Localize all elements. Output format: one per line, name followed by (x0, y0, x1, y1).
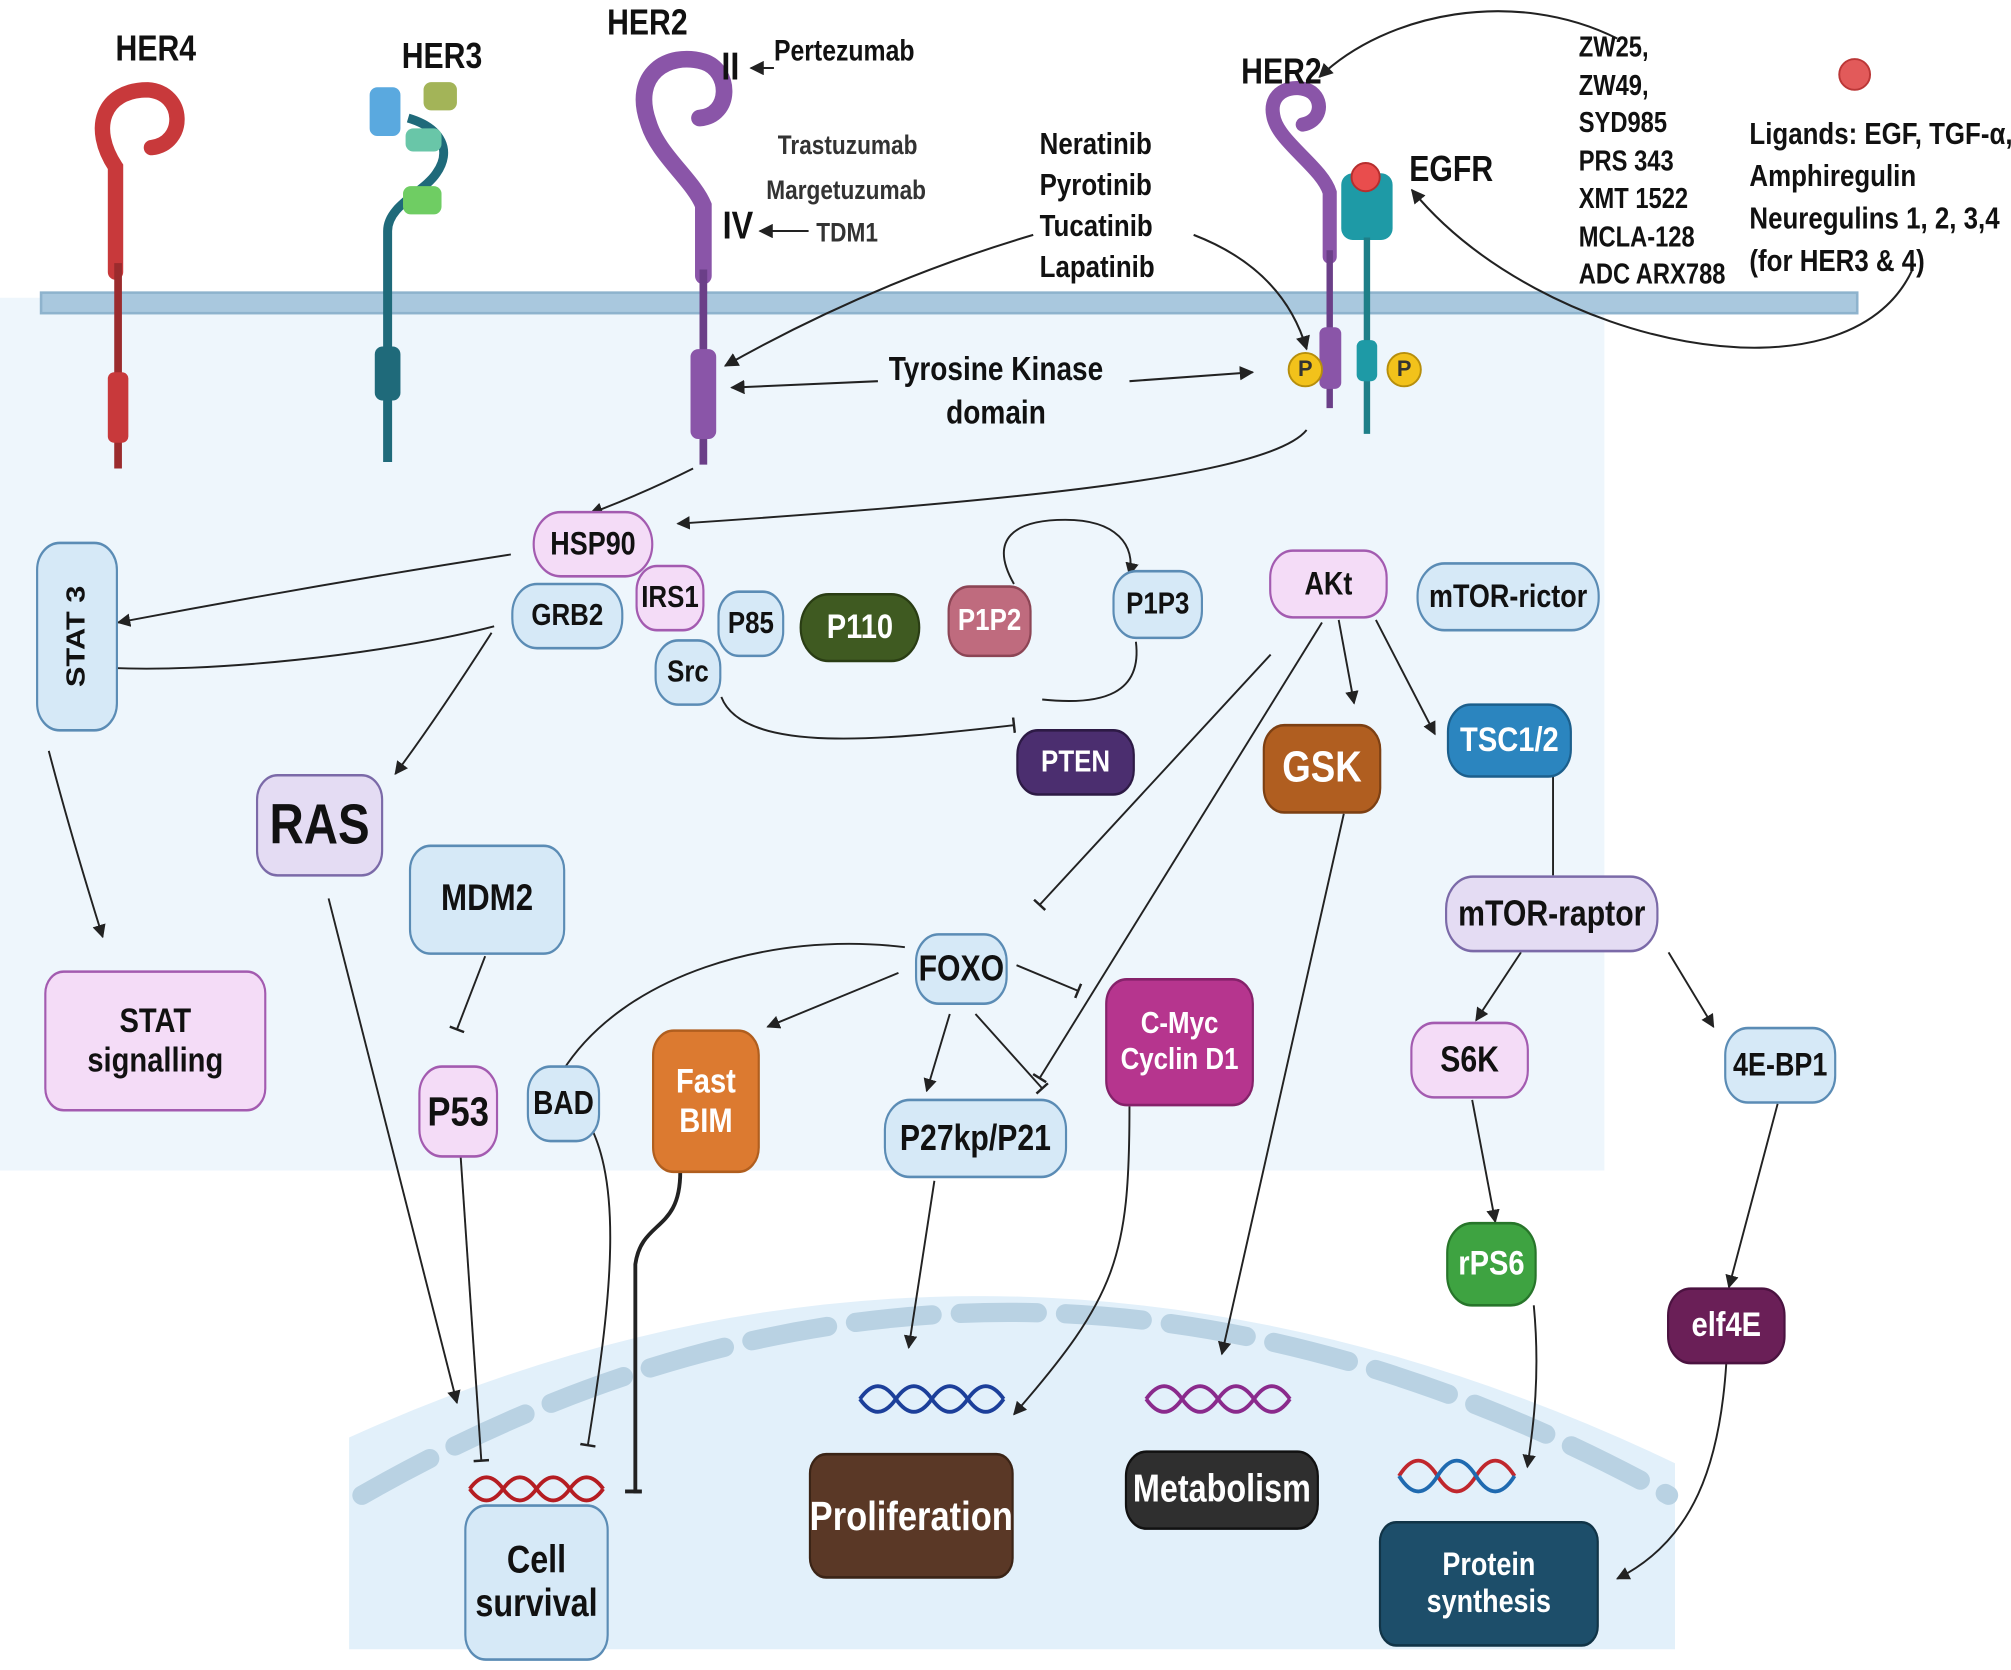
dna-strand-protein (1397, 1458, 1517, 1494)
fast-bim-line-2: BIM (679, 1101, 733, 1140)
drug-arx788: ADC ARX788 (1578, 257, 1726, 291)
her3-label: HER3 (401, 35, 483, 76)
metabolism-outcome: Metabolism (1124, 1450, 1319, 1530)
ras-node: RAS (255, 773, 384, 877)
plasma-membrane (39, 291, 1859, 315)
protein-synthesis-line-2: synthesis (1426, 1583, 1552, 1620)
her3-receptor (369, 82, 457, 463)
p1p3-node: P1P3 (1112, 569, 1203, 640)
her4-label: HER4 (115, 28, 197, 69)
stat3-label: STAT 3 (62, 585, 92, 688)
fast-bim-node: Fast BIM (652, 1029, 760, 1174)
gsk-node: GSK (1262, 723, 1382, 814)
ligands-text: Ligands: EGF, TGF-α, Amphiregulin Neureg… (1749, 113, 2011, 282)
bad-node: BAD (526, 1065, 601, 1143)
p53-node: P53 (418, 1065, 499, 1158)
domain-ii-label: II (721, 46, 740, 89)
her2-receptor (635, 50, 733, 465)
drug-arrows (723, 10, 1914, 395)
drug-lapatinib: Lapatinib (1039, 250, 1155, 285)
c-myc-line-1: C-Myc (1140, 1006, 1219, 1042)
mtor-raptor-node: mTOR-raptor (1445, 875, 1659, 953)
drug-syd985: SYD985 (1578, 106, 1668, 139)
cell-survival-outcome: Cell survival (464, 1504, 609, 1661)
egfr-label: EGFR (1409, 148, 1494, 189)
protein-synthesis-line-1: Protein (1442, 1546, 1536, 1583)
her2-egfr-dimer (1265, 81, 1393, 434)
drug-pyrotinib: Pyrotinib (1039, 168, 1152, 203)
elf4e-node: elf4E (1667, 1287, 1786, 1365)
tki-drug-list: Neratinib Pyrotinib Tucatinib Lapatinib (1040, 124, 1155, 288)
irs1-node: IRS1 (635, 564, 705, 632)
cell-survival-line-2: survival (475, 1582, 598, 1625)
drug-tucatinib: Tucatinib (1039, 209, 1153, 244)
ligand-dot (1838, 58, 1872, 91)
fast-bim-line-1: Fast (675, 1061, 736, 1100)
c-myc-line-2: Cyclin D1 (1120, 1042, 1239, 1077)
4e-bp1-node: 4E-BP1 (1724, 1026, 1837, 1104)
foxo-node: FOXO (914, 933, 1008, 1005)
mtor-rictor-node: mTOR-rictor (1416, 562, 1600, 632)
p110-node: P110 (799, 592, 921, 663)
p27-p21-node: P27kp/P21 (883, 1098, 1068, 1179)
p85-node: P85 (717, 590, 785, 658)
her4-receptor (94, 82, 185, 469)
dna-strand-metabolism (1144, 1384, 1292, 1414)
nuclear-envelope (352, 1302, 1679, 1505)
stat-signalling-node: STAT signalling (44, 970, 267, 1112)
drug-xmt1522: XMT 1522 (1578, 182, 1689, 215)
drug-margetuzumab: Margetuzumab (766, 175, 927, 206)
stat-signalling-line-2: signalling (87, 1040, 224, 1080)
phospho-label-2: P (1396, 357, 1412, 382)
p1p2-node: P1P2 (947, 585, 1032, 658)
ligands-line-1: Ligands: EGF, TGF-α, (1749, 116, 2011, 152)
investigational-drug-list: ZW25, ZW49, SYD985 PRS 343 XMT 1522 MCLA… (1579, 28, 1726, 293)
src-node: Src (654, 639, 722, 706)
domain-iv-label: IV (722, 205, 754, 248)
ligands-line-3: Neuregulins 1, 2, 3,4 (1749, 201, 2000, 237)
signalling-arrows (47, 429, 1779, 1580)
drug-mcla128: MCLA-128 (1578, 220, 1695, 253)
phospho-label-1: P (1298, 357, 1313, 382)
mdm2-node: MDM2 (408, 844, 566, 955)
protein-synthesis-outcome: Protein synthesis (1378, 1520, 1599, 1647)
stat-signalling-line-1: STAT (119, 1001, 192, 1040)
drug-zw25: ZW25, (1578, 30, 1649, 63)
tsc-node: TSC1/2 (1446, 703, 1572, 778)
drug-prs343: PRS 343 (1578, 144, 1674, 177)
phospho-circle-2 (1386, 351, 1422, 388)
pten-node: PTEN (1016, 729, 1135, 796)
s6k-node: S6K (1410, 1021, 1529, 1099)
ligands-line-2: Amphiregulin (1749, 159, 1917, 194)
cell-survival-line-1: Cell (506, 1538, 567, 1581)
stat3-node: STAT 3 (36, 541, 118, 732)
her2-label: HER2 (607, 2, 688, 43)
rps6-node: rPS6 (1446, 1221, 1537, 1307)
akt-node: AKt (1269, 549, 1388, 619)
dna-strand-survival (468, 1475, 605, 1503)
drug-zw49: ZW49, (1578, 68, 1649, 101)
grb2-node: GRB2 (511, 582, 624, 650)
ligands-line-4: (for HER3 & 4) (1749, 243, 1925, 279)
phospho-circle-1 (1287, 351, 1323, 388)
dna-strand-proliferation (858, 1384, 1006, 1414)
hsp90-node: HSP90 (532, 510, 654, 578)
drug-trastuzumab: Trastuzumab (777, 130, 918, 161)
proliferation-outcome: Proliferation (808, 1452, 1014, 1579)
c-myc-node: C-Myc Cyclin D1 (1105, 978, 1254, 1107)
kinase-domain-line-1: Tyrosine Kinase (888, 349, 1104, 388)
drug-pertezumab: Pertezumab (773, 33, 915, 67)
drug-neratinib: Neratinib (1039, 127, 1152, 162)
drug-tdm1: TDM1 (816, 218, 878, 248)
her2-dimer-label: HER2 (1241, 51, 1322, 92)
kinase-domain-line-2: domain (946, 392, 1046, 432)
kinase-domain-label: Tyrosine Kinase domain (888, 347, 1104, 434)
